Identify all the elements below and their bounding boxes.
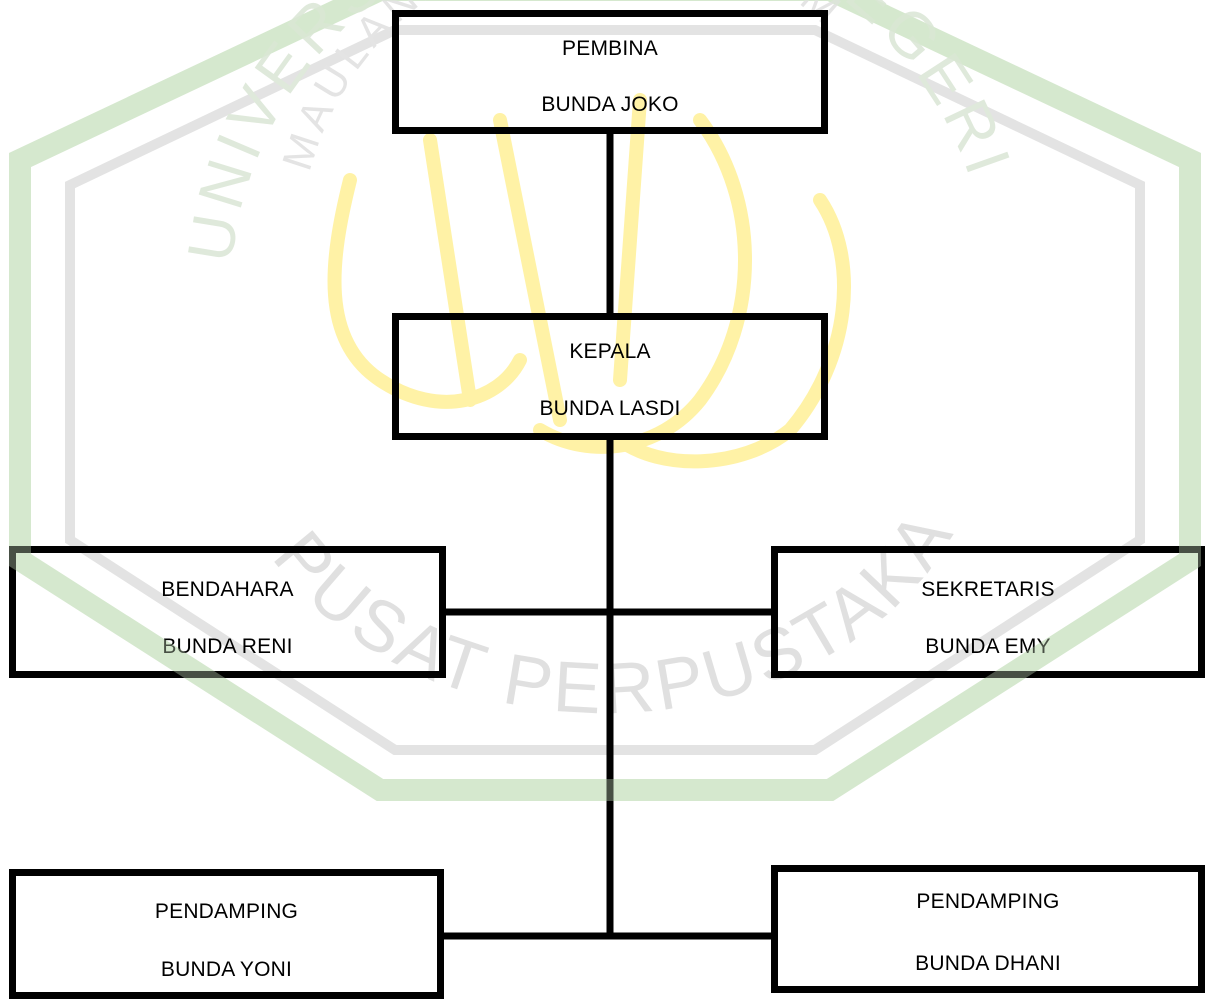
node-person-name: BUNDA RENI bbox=[162, 635, 293, 658]
node-role: PENDAMPING bbox=[154, 900, 299, 923]
node-person-name: BUNDA EMY bbox=[925, 635, 1051, 658]
node-bendahara: BENDAHARA BUNDA RENI bbox=[9, 546, 446, 678]
node-pendamping-yoni: PENDAMPING BUNDA YONI bbox=[9, 869, 444, 999]
node-role: PENDAMPING bbox=[916, 890, 1060, 913]
node-person-name: BUNDA JOKO bbox=[541, 93, 679, 116]
node-sekretaris: SEKRETARIS BUNDA EMY bbox=[771, 546, 1205, 678]
node-role: SEKRETARIS bbox=[921, 578, 1055, 601]
node-person-name: BUNDA DHANI bbox=[915, 952, 1061, 975]
node-pembina: PEMBINA BUNDA JOKO bbox=[392, 10, 828, 134]
node-role: PEMBINA bbox=[562, 37, 658, 60]
node-kepala: KEPALA BUNDA LASDI bbox=[392, 313, 828, 440]
node-person-name: BUNDA LASDI bbox=[539, 397, 681, 420]
node-person-name: BUNDA YONI bbox=[160, 958, 293, 981]
node-role: BENDAHARA bbox=[161, 578, 294, 601]
node-pendamping-dhani: PENDAMPING BUNDA DHANI bbox=[771, 865, 1205, 993]
node-role: KEPALA bbox=[569, 340, 651, 363]
